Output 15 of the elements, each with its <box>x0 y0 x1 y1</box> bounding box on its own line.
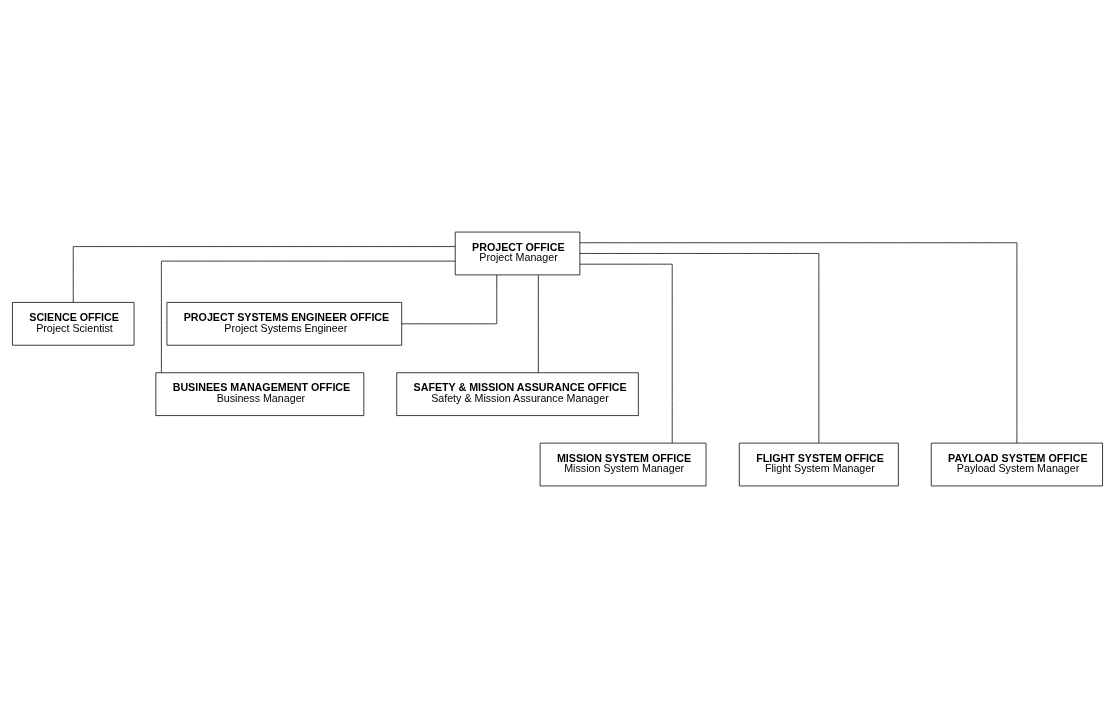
node-box: BUSINEES MANAGEMENT OFFICE Business Manager <box>155 372 365 416</box>
node-box: FLIGHT SYSTEM OFFICE Flight System Manager <box>738 442 899 487</box>
connector <box>72 246 456 303</box>
connector <box>579 263 673 444</box>
node-box: PROJECT SYSTEMS ENGINEER OFFICE Project Systems Engineer <box>166 302 403 346</box>
node-box: MISSION SYSTEM OFFICE Mission System Manager <box>539 442 707 487</box>
connector <box>579 242 1018 444</box>
node-box: PROJECT OFFICE Project Manager <box>454 231 581 276</box>
connector <box>161 260 456 373</box>
node-box: PAYLOAD SYSTEM OFFICE Payload System Manager <box>930 442 1103 487</box>
node-box: SCIENCE OFFICE Project Scientist <box>12 302 135 346</box>
node-box: SAFETY & MISSION ASSURANCE OFFICE Safety & Mission Assurance Manager <box>396 372 639 416</box>
connector <box>401 274 498 325</box>
connector <box>537 274 539 374</box>
connector <box>579 253 820 444</box>
